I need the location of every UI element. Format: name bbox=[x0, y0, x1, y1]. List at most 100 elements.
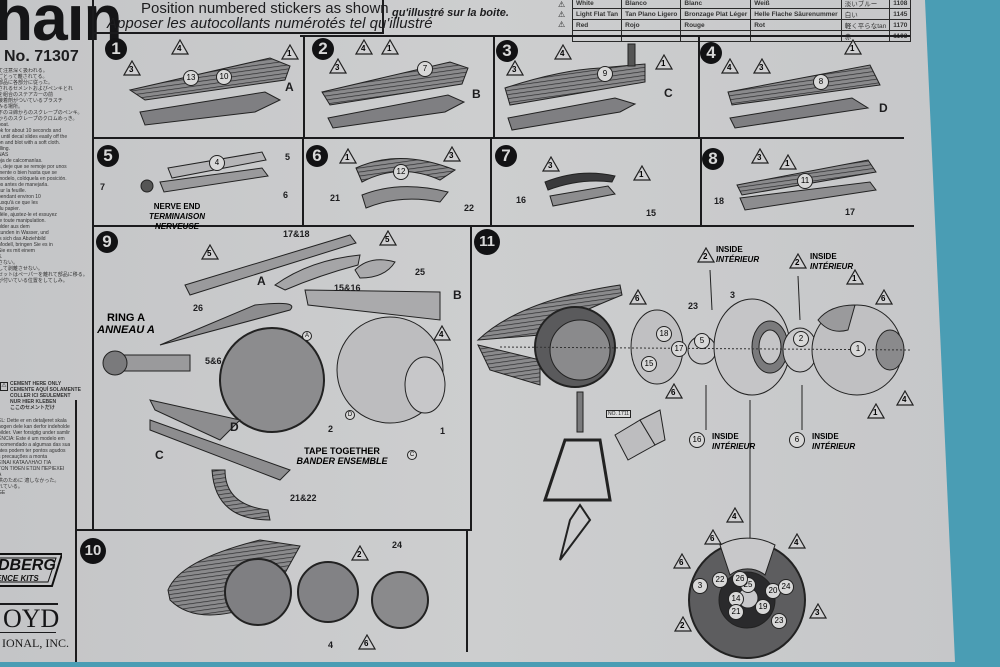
sidebar-line: ülder aus dem bbox=[0, 224, 30, 230]
step-7-parts bbox=[544, 172, 616, 207]
sidebar-line: EINAI KATAΛΛΗΛΟ ΓΙΑ bbox=[0, 460, 52, 466]
step-9-letter-c: C bbox=[155, 448, 164, 462]
round2-logo-sub: IONAL, INC. bbox=[2, 636, 69, 650]
sidebar-line: からのスクレープのクロムめっき。 bbox=[0, 116, 78, 122]
caption-en: INSIDE bbox=[712, 432, 739, 441]
triangle-label: 4 bbox=[902, 395, 907, 404]
sidebar-line: ÊNCIA: Este é um modelo em bbox=[0, 436, 65, 442]
lindberg-logo: DBERG ENCE KITS bbox=[0, 552, 64, 588]
sticker-number-circle: 8 bbox=[813, 74, 829, 90]
step-3-badge: 3 bbox=[496, 40, 518, 62]
caption-fr: INTÉRIEUR bbox=[812, 442, 856, 451]
triangle-label: 1 bbox=[850, 44, 855, 53]
triangle-label: 4 bbox=[732, 512, 737, 521]
step-1-parts bbox=[128, 57, 291, 126]
small-letter-circle: C bbox=[407, 450, 417, 460]
triangle-label: 1 bbox=[639, 170, 644, 179]
step-9-badge: 9 bbox=[96, 231, 118, 253]
triangle-label: 3 bbox=[449, 151, 454, 160]
cement-line: ここのセメントだけ bbox=[10, 405, 55, 411]
frame-line bbox=[94, 137, 904, 139]
sidebar-line: て注意深く扱われる。 bbox=[0, 68, 48, 74]
triangle-label: 6 bbox=[710, 534, 715, 543]
top-right-fr-2: qu'illustré sur la boite. bbox=[392, 7, 509, 19]
frame-line bbox=[698, 36, 700, 139]
sidebar-line: ごとって離されてる。 bbox=[0, 74, 48, 80]
frame-line bbox=[300, 35, 910, 37]
part-number: 25 bbox=[415, 267, 426, 277]
step-4-parts bbox=[727, 64, 881, 129]
triangle-label: 3 bbox=[335, 63, 340, 72]
lindberg-logo-text: DBERG bbox=[0, 557, 56, 574]
triangle-label: 2 bbox=[703, 252, 708, 261]
sticker-number-circle: 6 bbox=[789, 432, 805, 448]
triangle-label: 3 bbox=[815, 608, 820, 617]
sidebar-line: が付いている位置をしてしみ。 bbox=[0, 278, 68, 284]
sidebar-line: さない。 bbox=[0, 260, 19, 266]
sidebar-line: セットはペーパーを離れて部品に移る。 bbox=[0, 272, 86, 278]
frame-line bbox=[75, 400, 77, 662]
paint-cell-code: 1170 bbox=[889, 19, 912, 31]
triangle-label: 3 bbox=[129, 65, 134, 74]
sidebar-line: ΤΩΝ ΤΙΘΕΝ ΕΤΩΝ ΠΕΡΙΕΧΕΙ bbox=[0, 466, 65, 472]
sidebar-line: boat. bbox=[0, 122, 10, 128]
sidebar-line: Modell, bringen Sie es in bbox=[0, 242, 53, 248]
cement-line: COLLER ICI SEULEMENT bbox=[10, 393, 71, 399]
frame-line bbox=[382, 0, 384, 32]
sidebar-line: on and blot with a soft cloth. bbox=[0, 140, 60, 146]
step-7-badge: 7 bbox=[495, 145, 517, 167]
step-6-badge: 6 bbox=[306, 145, 328, 167]
part-number: 4 bbox=[328, 640, 334, 650]
part-number: 18 bbox=[714, 196, 725, 206]
sidebar-line: pilder. Vær forsigtig under samling. bbox=[0, 430, 70, 436]
triangle-label: 3 bbox=[757, 153, 762, 162]
cement-line: CEMENT HERE ONLY bbox=[10, 381, 62, 387]
sticker-number-circle: 19 bbox=[755, 599, 771, 615]
header-fr: Apposer les autocollants numérotés tel q… bbox=[107, 15, 433, 32]
sidebar-line: dèle, ajustez-le et essuyez bbox=[0, 212, 57, 218]
sticker-number-circle: 1 bbox=[850, 341, 866, 357]
step-5-parts bbox=[140, 151, 269, 193]
sidebar-instructions: て注意深く扱われる。ごとって離されてる。部品に各部分に従った。されるセメントおよ… bbox=[0, 68, 86, 284]
triangle-label: 4 bbox=[560, 49, 565, 58]
sidebar-line: jusqu'à ce que les bbox=[0, 200, 38, 206]
step-1-letter: A bbox=[285, 80, 294, 94]
sticker-number-circle: 15 bbox=[641, 356, 657, 372]
sidebar-line: 供のために 適しなかった。 bbox=[0, 478, 60, 484]
sidebar-line: EL: Dette er en detaljeret skala bbox=[0, 418, 67, 424]
dial-parts bbox=[688, 537, 806, 659]
sidebar-line: s, deje que se remoje por unos bbox=[0, 164, 67, 170]
frame-line bbox=[92, 0, 94, 530]
cement-icon: ⚠ bbox=[0, 382, 8, 391]
sidebar-line: pendant environ 10 bbox=[0, 194, 41, 200]
frame-line bbox=[490, 139, 492, 227]
part-number: 21&22 bbox=[290, 493, 317, 503]
part-number: 15&16 bbox=[334, 283, 361, 293]
sidebar-line: mente o bien hasta que se bbox=[0, 170, 57, 176]
part-number: 5 bbox=[285, 152, 291, 162]
part-number: 17 bbox=[845, 207, 856, 217]
sticker-number-circle: 24 bbox=[778, 579, 794, 595]
triangle-label: 1 bbox=[287, 49, 292, 58]
sidebar-line: s precauções a monta bbox=[0, 454, 48, 460]
part-number: 6 bbox=[283, 190, 289, 200]
frame-line bbox=[94, 225, 914, 227]
sticker-number-circle: 22 bbox=[712, 572, 728, 588]
sidebar-line: 下のヨ締からのスクレープのペンキ。 bbox=[0, 110, 83, 116]
triangle-label: 3 bbox=[512, 65, 517, 74]
caption-en: TAPE TOGETHER bbox=[304, 446, 380, 456]
triangle-label: 4 bbox=[439, 330, 444, 339]
sticker-number-circle: 11 bbox=[797, 173, 813, 189]
sidebar-line: GE bbox=[0, 490, 6, 496]
caption-en: INSIDE bbox=[812, 432, 839, 441]
sidebar-line: os antes de manejarla. bbox=[0, 182, 49, 188]
caption-fr: BANDER ENSEMBLE bbox=[296, 456, 388, 466]
frame-line bbox=[470, 225, 472, 530]
part-number: 26 bbox=[193, 303, 204, 313]
